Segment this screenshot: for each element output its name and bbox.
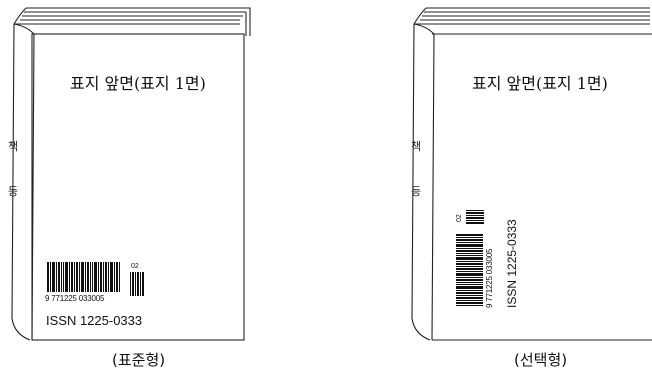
barcode-bars-standard bbox=[47, 262, 144, 296]
cover-title-standard: 표지 앞면(표지 1면) bbox=[70, 74, 206, 93]
issn-text-optional: ISSN 1225-0333 bbox=[505, 219, 519, 308]
book-standard-outline bbox=[11, 7, 251, 341]
caption-standard: (표준형) bbox=[112, 351, 166, 369]
issn-text-standard: ISSN 1225-0333 bbox=[46, 313, 143, 328]
spine-char-2-standard: 등 bbox=[8, 185, 19, 198]
barcode-bars-optional bbox=[456, 210, 484, 306]
spine-char-1-optional: 책 bbox=[411, 140, 422, 153]
barcode-digits-standard: 9 771225 033005 bbox=[45, 294, 105, 303]
cover-title-optional: 표지 앞면(표지 1면) bbox=[472, 74, 608, 93]
barcode-digits-optional: 9 771225 033005 bbox=[485, 248, 494, 308]
spine-char-2-optional: 등 bbox=[411, 185, 422, 198]
barcode-addon-optional: 02 bbox=[456, 214, 463, 222]
caption-optional: (선택형) bbox=[514, 351, 568, 369]
book-optional-outline bbox=[411, 7, 652, 341]
spine-char-1-standard: 책 bbox=[8, 140, 19, 153]
barcode-addon-standard: 02 bbox=[131, 263, 139, 270]
